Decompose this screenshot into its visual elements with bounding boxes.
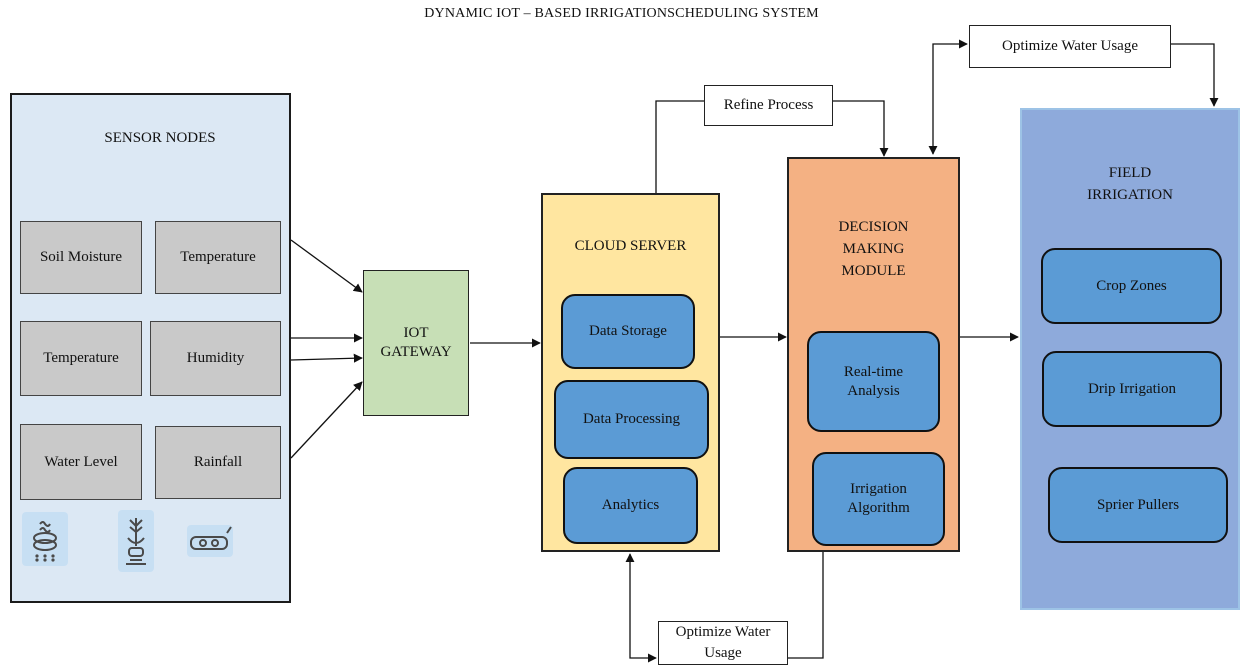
line-cloud-to-refine: [655, 100, 704, 193]
sensor-humidity: Humidity: [150, 321, 281, 396]
diagram-title: DYNAMIC IOT – BASED IRRIGATIONSCHEDULING…: [424, 6, 819, 21]
plant-sensor-icon: [118, 510, 154, 572]
arrow-decision-optimize-top: [928, 39, 968, 155]
water-flow-sensor-icon: [187, 525, 233, 557]
crop-zones-box: Crop Zones: [1041, 248, 1222, 324]
sensor-rainfall: Rainfall: [155, 426, 281, 499]
optimize-water-usage-bottom-box: Optimize Water Usage: [658, 621, 788, 665]
optimize-water-usage-top-box: Optimize Water Usage: [969, 25, 1171, 68]
gateway-label-line2: GATEWAY: [380, 344, 452, 360]
data-processing-box: Data Processing: [554, 380, 709, 459]
field-title-line2: IRRIGATION: [1087, 187, 1173, 203]
decision-title-line1: DECISION: [838, 219, 909, 235]
arrow-sensor-to-gateway-4: [290, 381, 363, 459]
sprier-pullers-box: Sprier Pullers: [1048, 467, 1228, 543]
decision-title-line3: MODULE: [841, 263, 906, 279]
field-title-line1: FIELD: [1108, 165, 1152, 181]
sensor-water-level: Water Level: [20, 424, 142, 500]
optimize-bottom-line2: Usage: [704, 645, 742, 661]
irrigation-algorithm-line1: Irrigation: [850, 481, 907, 497]
arrow-optimize-bottom-to-cloud: [625, 553, 657, 663]
optimize-bottom-line1: Optimize Water: [675, 624, 771, 640]
arrow-optimize-top-to-field: [1171, 43, 1219, 107]
irrigation-algorithm-box: Irrigation Algorithm: [812, 452, 945, 546]
cloud-server-title: CLOUD SERVER: [574, 238, 687, 254]
real-time-analysis-box: Real-time Analysis: [807, 331, 940, 432]
iot-gateway: IOT GATEWAY: [363, 270, 469, 416]
sensor-nodes-title: SENSOR NODES: [104, 130, 216, 146]
sensor-temperature: Temperature: [155, 221, 281, 294]
arrow-sensor-to-gateway-3: [290, 353, 363, 363]
sensor-soil-moisture: Soil Moisture: [20, 221, 142, 294]
gateway-label-line1: IOT: [403, 325, 429, 341]
real-time-line1: Real-time: [843, 363, 904, 380]
decision-title-line2: MAKING: [842, 241, 905, 257]
sensor-temperature-2: Temperature: [20, 321, 142, 396]
data-storage-box: Data Storage: [561, 294, 695, 369]
real-time-line2: Analysis: [847, 382, 900, 399]
field-irrigation-title: FIELD IRRIGATION: [1020, 162, 1240, 206]
line-decision-to-optimize-bottom: [788, 552, 824, 659]
drip-irrigation-box: Drip Irrigation: [1042, 351, 1222, 427]
decision-making-title: DECISION MAKING MODULE: [787, 216, 960, 282]
irrigation-algorithm-line2: Algorithm: [847, 500, 910, 516]
arrow-refine-to-decision: [833, 100, 889, 157]
refine-process-box: Refine Process: [704, 85, 833, 126]
analytics-box: Analytics: [563, 467, 698, 544]
arrow-sensor-to-gateway-1: [290, 239, 363, 293]
soil-moisture-sensor-icon: [22, 512, 68, 566]
